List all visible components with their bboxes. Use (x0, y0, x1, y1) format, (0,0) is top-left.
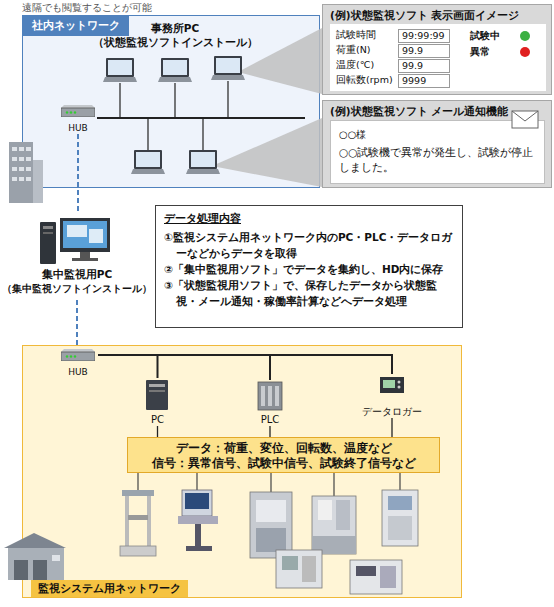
pc-group-note: （状態監視ソフトインストール） (85, 36, 265, 49)
mail-message: ○○試験機で異常が発生し、試験が停止しました。 (339, 145, 535, 175)
server-pc-node: 集中監視用PC（集中監視ソフトインストール） (2, 214, 152, 300)
data-line: データ：荷重、変位、回転数、温度など (132, 441, 435, 456)
pc-note: （集中監視ソフトインストール） (2, 282, 152, 295)
device-label: PLC (252, 414, 288, 426)
hub-label: HUB (58, 367, 98, 378)
status-text: 異常 (470, 46, 490, 58)
field-name: 試験時間 (336, 29, 376, 41)
hub-node: HUB (58, 103, 98, 134)
network-title: 社内ネットワーク (23, 16, 129, 36)
note-text: 遠隔でも閲覧することが可能 (22, 2, 152, 14)
process-step: ②「集中監視用ソフト」でデータを集約し、HD内に保存 (164, 261, 454, 277)
callout-heading: (例)状態監視ソフト 表示画面イメージ (330, 8, 519, 22)
central-pc-icon (40, 218, 110, 264)
field-name: 回転数(rpm) (336, 74, 393, 86)
process-box: データ処理内容 ①監視システム用ネットワーク内のPC・PLC・データロガーなどから… (155, 205, 463, 328)
hub-node: HUB (58, 348, 98, 378)
hub-label: HUB (58, 123, 98, 134)
field-name: 荷重(N) (336, 44, 371, 56)
device-node: PLC (252, 380, 288, 426)
mail-recipient: ○○様 (339, 128, 366, 141)
device-node: PC (140, 378, 175, 426)
callout-box: (例)状態監視ソフト メール通知機能 ○○様 ○○試験機で異常が発生し、試験が停止し… (322, 100, 552, 188)
field-value: 99.9 (398, 59, 450, 73)
device-label: データロガー (352, 406, 432, 418)
dashed-link (76, 300, 78, 348)
pc-name: 集中監視用PC (2, 268, 152, 281)
network-title: 監視システム用ネットワーク (31, 580, 188, 597)
mail-box: ○○様 ○○試験機で異常が発生し、試験が停止しました。 (330, 120, 545, 184)
signal-line: 信号：異常信号、試験中信号、試験終了信号など (132, 456, 435, 471)
field-value: 99:99:99 (398, 29, 450, 43)
device-node: データロガー (352, 374, 432, 418)
field-value: 9999 (398, 74, 450, 88)
field-value: 99.9 (398, 44, 450, 58)
process-step: ③「状態監視用ソフト」で、保存したデータから状態監視・メール通知・稼働率計算など… (164, 277, 454, 309)
pc-group-label: 事務所PC (95, 22, 255, 35)
network-box: 監視システム用ネットワーク HUB PC PLC データロガーデータ：荷重、変位、回転数… (22, 345, 462, 598)
process-step: ①監視システム用ネットワーク内のPC・PLC・データロガーなどからデータを取得 (164, 229, 454, 261)
process-heading: データ処理内容 (164, 211, 454, 226)
data-box: データ：荷重、変位、回転数、温度など信号：異常信号、試験中信号、試験終了信号など (127, 437, 440, 473)
callout-heading: (例)状態監視ソフト メール通知機能 (330, 104, 508, 118)
status-text: 試験中 (470, 30, 500, 42)
field-name: 温度(℃) (336, 59, 374, 71)
device-label: PC (140, 414, 175, 426)
